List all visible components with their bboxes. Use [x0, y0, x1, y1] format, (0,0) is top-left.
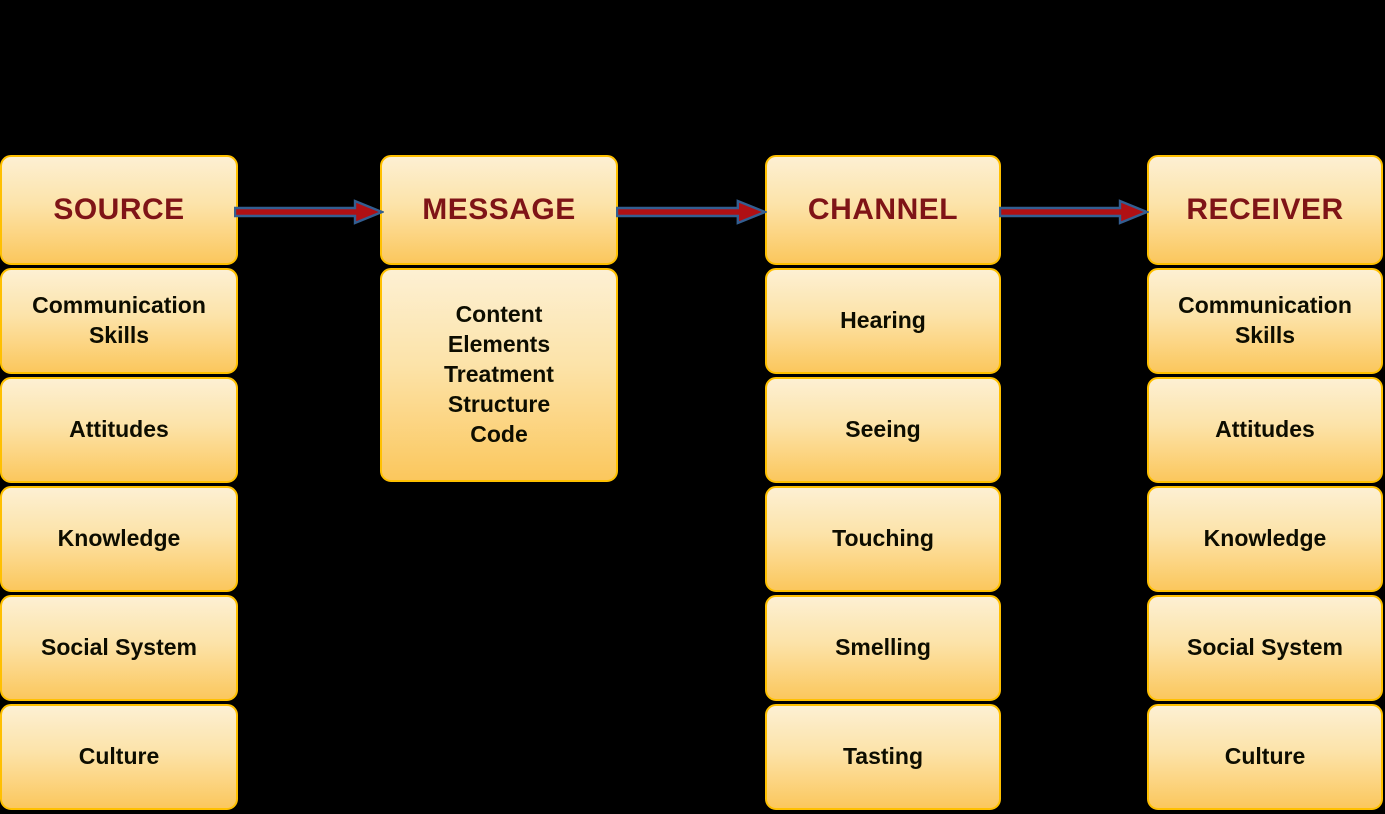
receiver-item-attitudes: Attitudes — [1147, 377, 1383, 483]
column-message: MESSAGE Content Elements Treatment Struc… — [380, 155, 618, 482]
source-item-social-system: Social System — [0, 595, 238, 701]
receiver-item-knowledge: Knowledge — [1147, 486, 1383, 592]
item-label: Communication Skills — [32, 292, 206, 348]
message-header: MESSAGE — [380, 155, 618, 265]
source-item-attitudes: Attitudes — [0, 377, 238, 483]
receiver-item-culture: Culture — [1147, 704, 1383, 810]
item-label: Attitudes — [1215, 416, 1315, 443]
receiver-header-label: RECEIVER — [1186, 193, 1344, 226]
message-line-treatment: Treatment — [444, 361, 554, 388]
item-label: Communication Skills — [1178, 292, 1352, 348]
item-label: Smelling — [835, 634, 931, 661]
arrow-source-to-message-icon — [234, 199, 384, 225]
item-label: Culture — [1224, 743, 1306, 770]
arrow-message-to-channel-icon — [616, 199, 767, 225]
message-content-box: Content Elements Treatment Structure Cod… — [380, 268, 618, 482]
column-source: SOURCE Communication Skills Attitudes Kn… — [0, 155, 238, 810]
item-label: Attitudes — [69, 416, 169, 443]
item-label: Social System — [41, 634, 197, 661]
source-item-communication-skills: Communication Skills — [0, 268, 238, 374]
source-item-culture: Culture — [0, 704, 238, 810]
message-header-label: MESSAGE — [422, 193, 576, 226]
receiver-item-social-system: Social System — [1147, 595, 1383, 701]
channel-item-hearing: Hearing — [765, 268, 1001, 374]
message-line-code: Code — [470, 420, 528, 447]
column-channel: CHANNEL Hearing Seeing Touching Smelling… — [765, 155, 1001, 810]
receiver-header: RECEIVER — [1147, 155, 1383, 265]
item-label: Culture — [78, 743, 160, 770]
item-label: Hearing — [840, 307, 926, 334]
channel-header-label: CHANNEL — [807, 193, 959, 226]
channel-item-smelling: Smelling — [765, 595, 1001, 701]
message-line-content: Content — [455, 301, 543, 328]
item-label: Seeing — [845, 416, 921, 443]
channel-item-touching: Touching — [765, 486, 1001, 592]
source-header-label: SOURCE — [53, 193, 185, 226]
arrow-channel-to-receiver-icon — [999, 199, 1149, 225]
receiver-item-communication-skills: Communication Skills — [1147, 268, 1383, 374]
message-line-structure: Structure — [447, 390, 551, 417]
item-label: Knowledge — [57, 525, 181, 552]
item-label: Knowledge — [1203, 525, 1327, 552]
item-label: Social System — [1187, 634, 1343, 661]
channel-item-seeing: Seeing — [765, 377, 1001, 483]
item-label: Touching — [832, 525, 934, 552]
column-receiver: RECEIVER Communication Skills Attitudes … — [1147, 155, 1383, 810]
channel-header: CHANNEL — [765, 155, 1001, 265]
item-label: Tasting — [842, 743, 924, 770]
source-header: SOURCE — [0, 155, 238, 265]
channel-item-tasting: Tasting — [765, 704, 1001, 810]
message-line-elements: Elements — [447, 331, 551, 358]
source-item-knowledge: Knowledge — [0, 486, 238, 592]
